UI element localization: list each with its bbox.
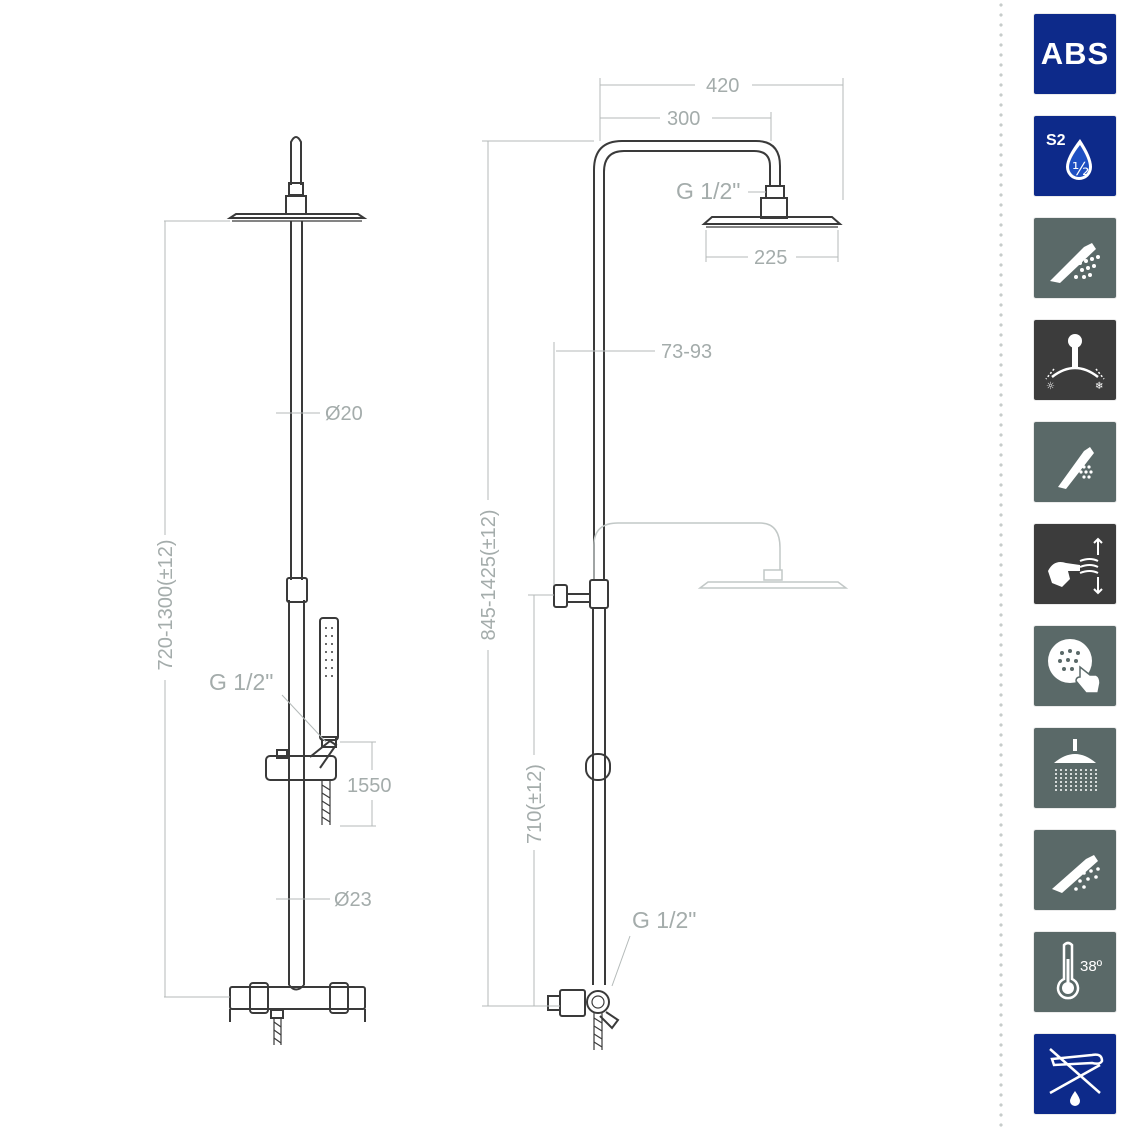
head-diameter-label: 225 bbox=[754, 247, 787, 269]
water-saving-s2-icon: S2 ½ bbox=[1046, 132, 1092, 180]
thermostatic-38-icon: 38º bbox=[1056, 941, 1103, 1000]
s2-label: S2 bbox=[1046, 132, 1066, 149]
side-view: 420 300 G 1/2" 225 73-93 845-1425(±12) 7… bbox=[478, 75, 849, 1050]
hand-shower-single-jet-icon bbox=[1058, 447, 1094, 489]
single-jet-badge bbox=[1034, 422, 1116, 502]
front-view: 720-1300(±12) Ø20 G 1/2" 1550 Ø23 bbox=[155, 136, 392, 1045]
rain-shower-head-icon bbox=[1054, 739, 1097, 791]
height-adjustable-bar-icon bbox=[1048, 537, 1103, 595]
adjustable-badge bbox=[1034, 524, 1116, 604]
svg-text:❄: ❄ bbox=[1095, 381, 1103, 392]
arm-offset-label: 73-93 bbox=[661, 341, 712, 363]
head-connection-label: G 1/2" bbox=[676, 178, 740, 204]
anti-limescale-badge bbox=[1034, 626, 1116, 706]
mixer-height-label: 710(±12) bbox=[524, 764, 546, 844]
no-drip-icon bbox=[1049, 1048, 1104, 1106]
abs-material-icon: ABS bbox=[1040, 36, 1110, 71]
connection-label: G 1/2" bbox=[209, 669, 273, 695]
s2-badge: S2 ½ bbox=[1034, 116, 1116, 196]
anti-limescale-nozzles-icon bbox=[1048, 639, 1101, 694]
hot-cold-mixer-icon: ☼ ❄ bbox=[1045, 334, 1105, 392]
abs-badge: ABS bbox=[1034, 14, 1116, 94]
arm-length-label: 300 bbox=[667, 108, 700, 130]
feature-icons-panel: ABS S2 ½ ☼ ❄ bbox=[1034, 14, 1118, 1136]
outlet-connection-label: G 1/2" bbox=[632, 907, 696, 933]
hand-shower-icon bbox=[1052, 855, 1100, 893]
technical-drawing: 720-1300(±12) Ø20 G 1/2" 1550 Ø23 bbox=[155, 75, 849, 1050]
arm-reach-label: 420 bbox=[706, 75, 739, 97]
hose-length-label: 1550 bbox=[347, 775, 392, 797]
temperature-label: 38º bbox=[1080, 958, 1103, 975]
hand-shower-badge bbox=[1034, 830, 1116, 910]
rain-head-badge bbox=[1034, 728, 1116, 808]
hand-shower-spray-icon bbox=[1050, 243, 1100, 283]
mixer-badge: ☼ ❄ bbox=[1034, 320, 1116, 400]
no-drip-badge bbox=[1034, 1034, 1116, 1114]
pipe-diameter-label: Ø23 bbox=[334, 889, 372, 911]
fraction-label: ½ bbox=[1072, 159, 1089, 180]
spray-badge bbox=[1034, 218, 1116, 298]
dotted-divider bbox=[999, 0, 1003, 1131]
total-height-label: 845-1425(±12) bbox=[478, 509, 500, 640]
height-dimension-label: 720-1300(±12) bbox=[155, 539, 177, 670]
svg-text:☼: ☼ bbox=[1046, 381, 1055, 392]
bar-diameter-label: Ø20 bbox=[325, 403, 363, 425]
thermostatic-badge: 38º bbox=[1034, 932, 1116, 1012]
